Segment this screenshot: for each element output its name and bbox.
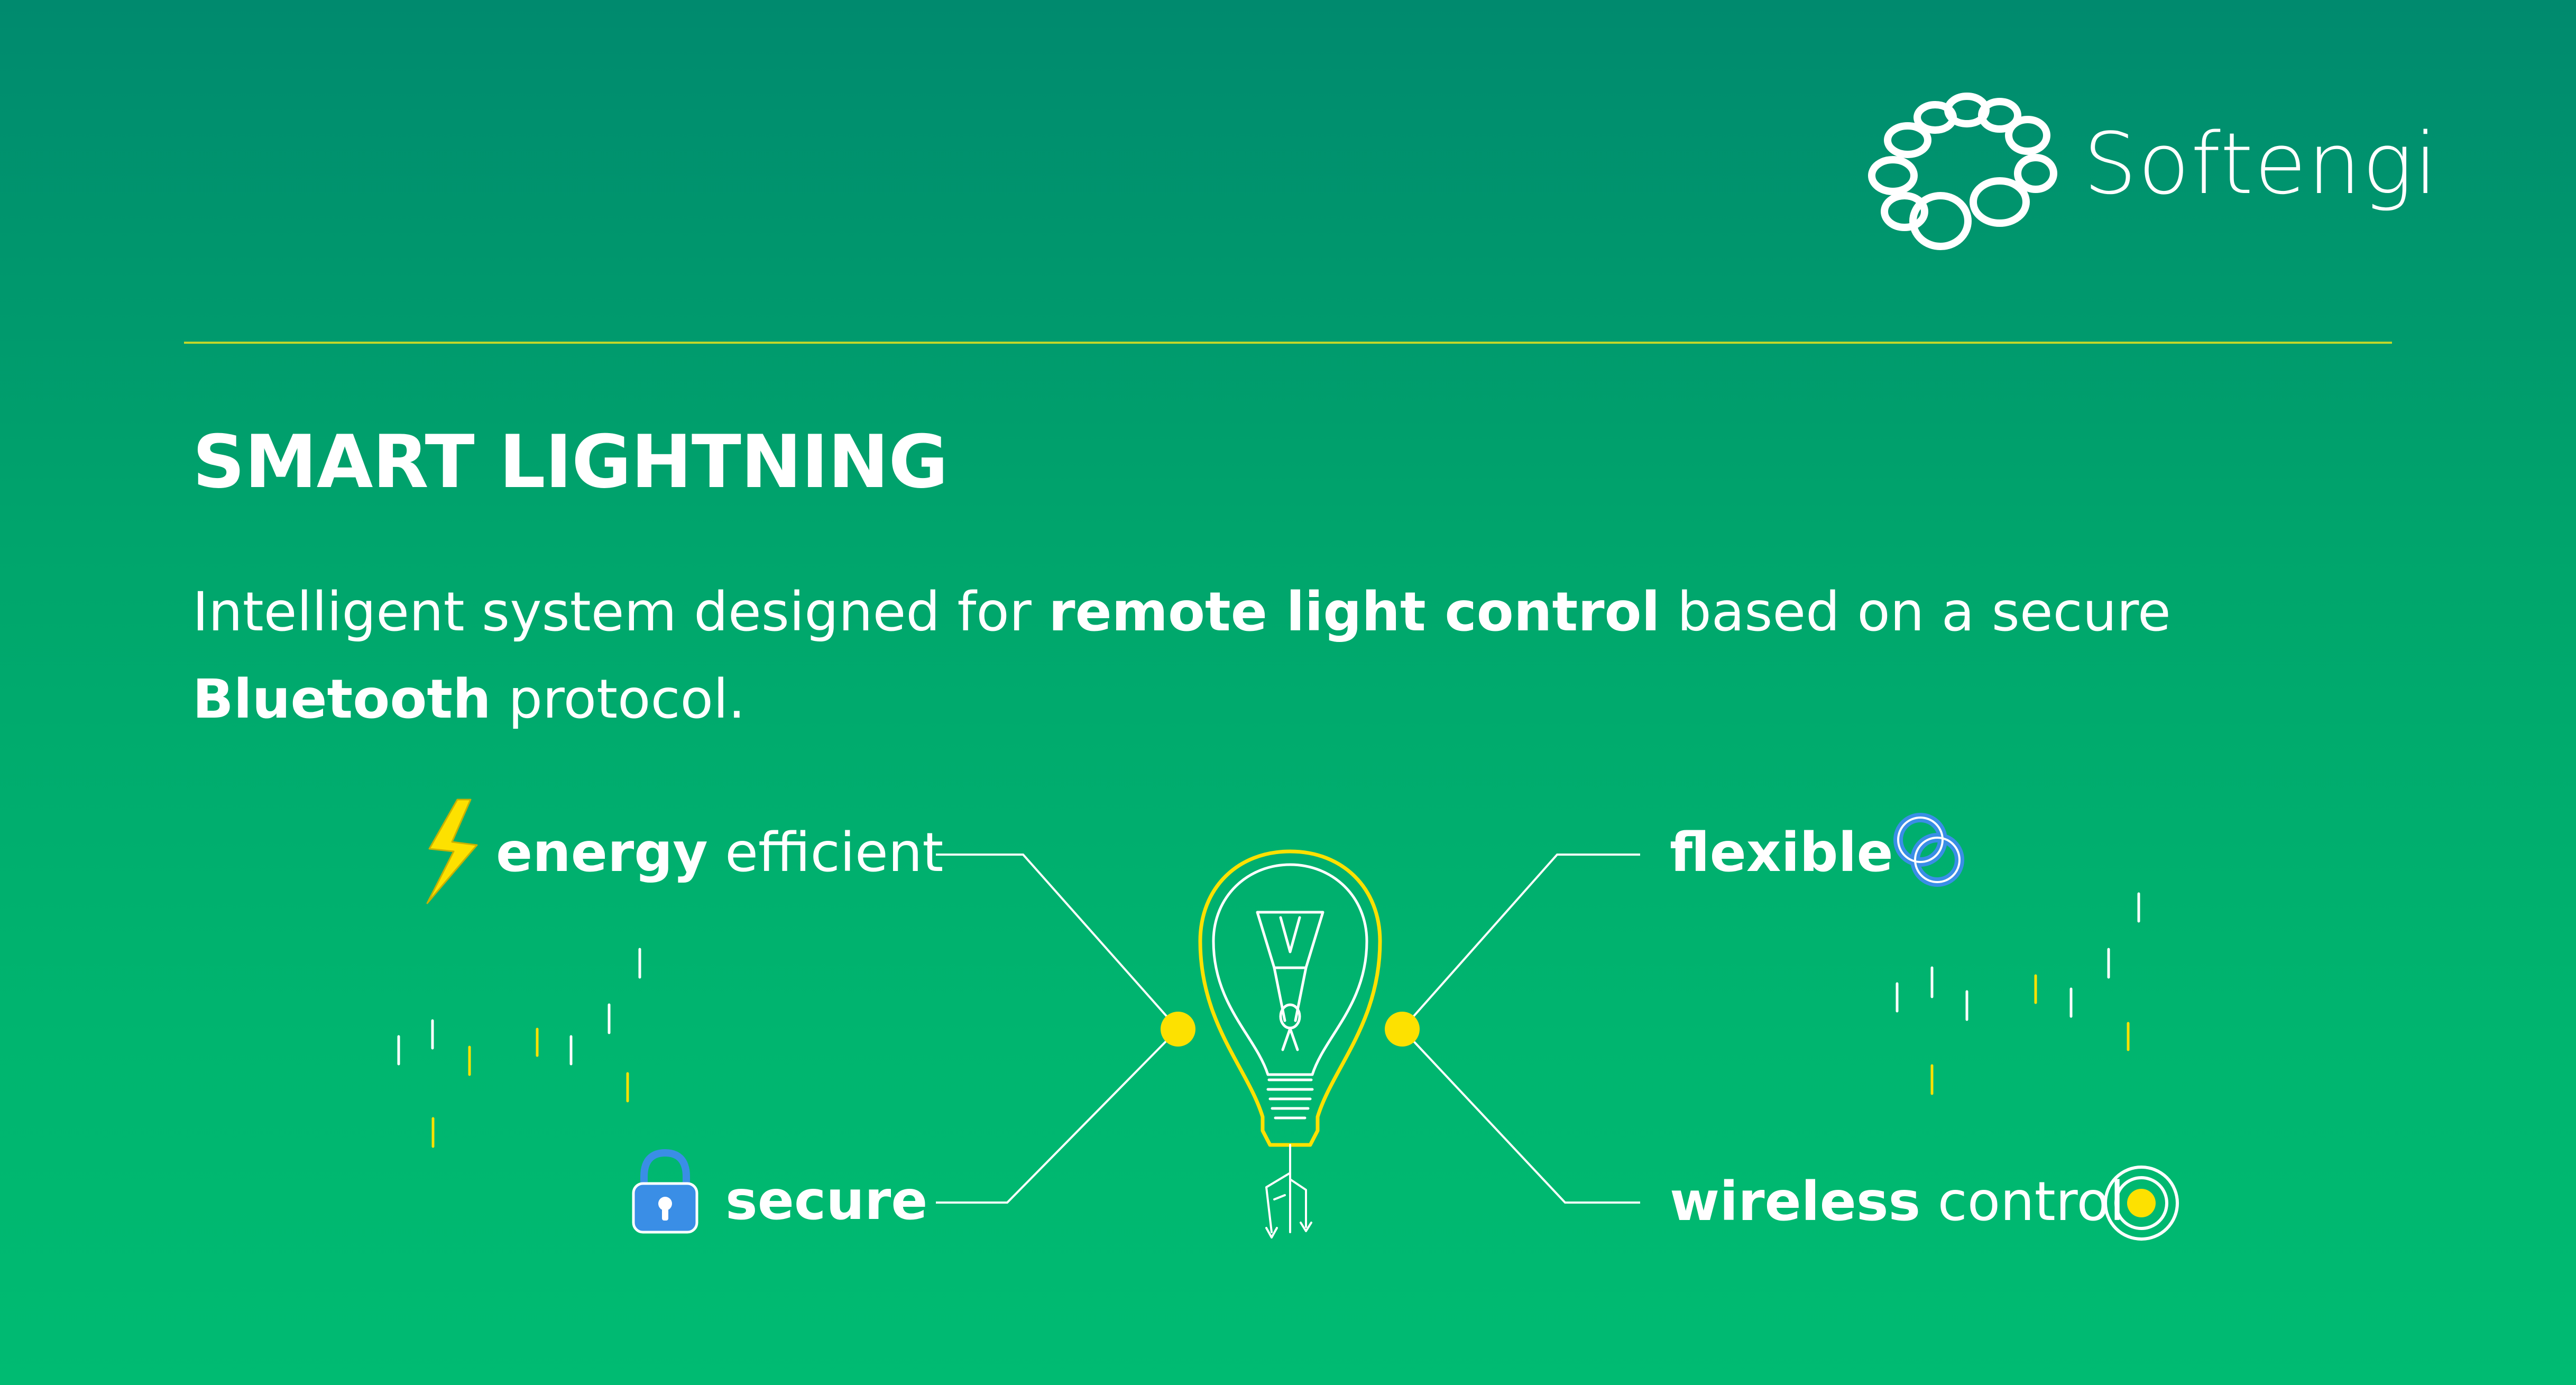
interlocked-rings-icon [1893, 813, 1964, 887]
brand-logo: Softengi [1861, 85, 2437, 259]
description-text: protocol. [491, 668, 746, 731]
ring-of-circles-logo [1868, 93, 2057, 250]
lightning-bolt-icon [426, 799, 478, 904]
feature-energy-rest: efficient [707, 821, 944, 884]
feature-wireless-control: wireless control [1670, 1175, 2124, 1229]
brand-name: Softengi [2083, 114, 2439, 213]
feature-secure: secure [725, 1174, 927, 1228]
decor-ticks-right [1896, 892, 2140, 1095]
connector-wireless [1401, 1028, 1640, 1204]
feature-secure-bold: secure [725, 1169, 928, 1232]
connector-energy [936, 854, 1179, 1030]
description-text: based on a secure [1660, 581, 2171, 644]
signal-target-icon [2104, 1166, 2179, 1241]
padlock-icon [632, 1149, 698, 1234]
feature-energy-bold: energy [496, 821, 708, 884]
connector-lines [936, 854, 1640, 1204]
description-highlight-remote: remote light control [1048, 581, 1660, 644]
node-left [1161, 1012, 1195, 1047]
description-highlight-bluetooth: Bluetooth [192, 668, 491, 731]
page-title: SMART LIGHTNING [192, 419, 949, 505]
decor-ticks-left [397, 948, 641, 1148]
feature-flexible-bold: flexible [1670, 821, 1893, 884]
description-text: Intelligent system designed for [192, 581, 1049, 644]
feature-wireless-rest: control [1920, 1170, 2125, 1233]
node-right [1385, 1012, 1420, 1047]
feature-flexible: flexible [1670, 826, 1893, 880]
light-bulb-icon [1198, 849, 1382, 1239]
connector-secure [936, 1028, 1179, 1204]
description: Intelligent system designed for remote l… [192, 568, 2360, 743]
feature-energy-efficient: energy efficient [496, 826, 943, 880]
connector-flexible [1401, 854, 1640, 1030]
divider-rule [184, 342, 2392, 344]
feature-wireless-bold: wireless [1670, 1170, 1921, 1233]
